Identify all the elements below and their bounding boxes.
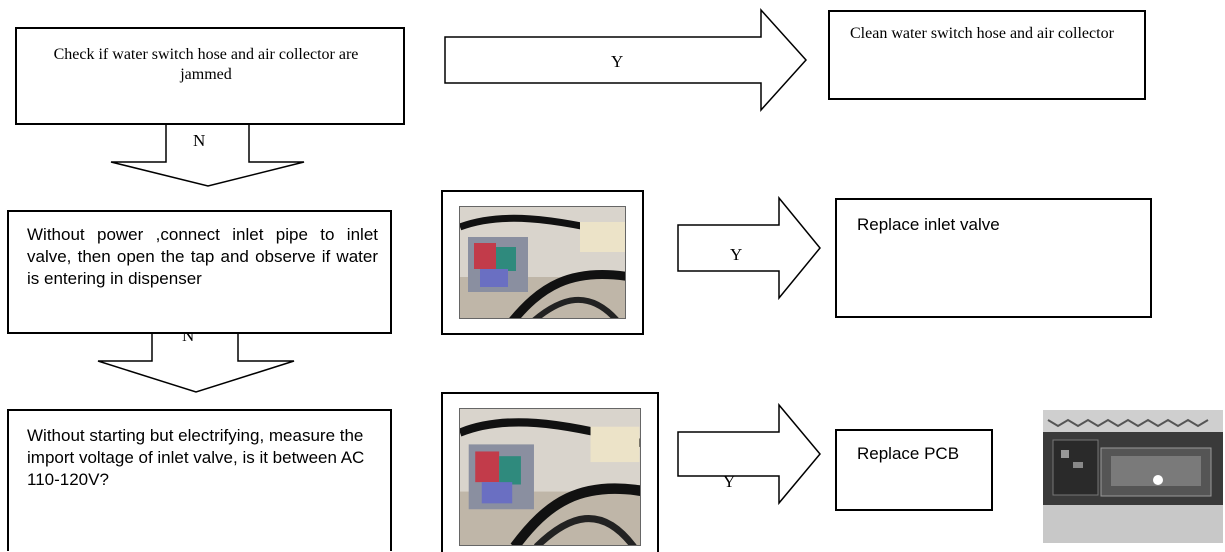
result-text-3: Replace PCB bbox=[857, 444, 960, 463]
step-text-3: Without starting but electrifying, measu… bbox=[27, 426, 365, 489]
step-box-1: Check if water switch hose and air colle… bbox=[15, 27, 405, 125]
pcb-photo bbox=[1043, 410, 1223, 543]
result-box-1: Clean water switch hose and air collecto… bbox=[828, 10, 1146, 100]
result-text-1: Clean water switch hose and air collecto… bbox=[850, 25, 1114, 42]
yes-arrow-2 bbox=[677, 195, 821, 301]
yes-label-2: Y bbox=[730, 245, 743, 264]
result-box-3: Replace PCB bbox=[835, 429, 993, 511]
result-box-2: Replace inlet valve bbox=[835, 198, 1152, 318]
step-text-1: Check if water switch hose and air colle… bbox=[53, 46, 359, 83]
inlet-valve-photo-frame-1 bbox=[441, 190, 644, 335]
step-box-3: Without starting but electrifying, measu… bbox=[7, 409, 392, 551]
inlet-valve-image-1 bbox=[460, 207, 625, 318]
no-arrow-2 bbox=[97, 333, 295, 393]
no-label-1: N bbox=[193, 131, 206, 150]
result-text-2: Replace inlet valve bbox=[857, 215, 1000, 234]
yes-arrow-3 bbox=[677, 402, 821, 506]
inlet-valve-photo-frame-2 bbox=[441, 392, 659, 552]
step-text-2: Without power ,connect inlet pipe to inl… bbox=[27, 225, 378, 288]
yes-arrow-1 bbox=[444, 8, 808, 112]
pcb-image bbox=[1043, 410, 1223, 543]
inlet-valve-image-2 bbox=[460, 409, 640, 545]
step-box-2: Without power ,connect inlet pipe to inl… bbox=[7, 210, 392, 334]
yes-label-1: Y bbox=[611, 52, 624, 71]
yes-label-3: Y bbox=[723, 472, 736, 491]
no-arrow-1 bbox=[110, 124, 305, 187]
inlet-valve-photo-1 bbox=[459, 206, 626, 319]
inlet-valve-photo-2 bbox=[459, 408, 641, 546]
